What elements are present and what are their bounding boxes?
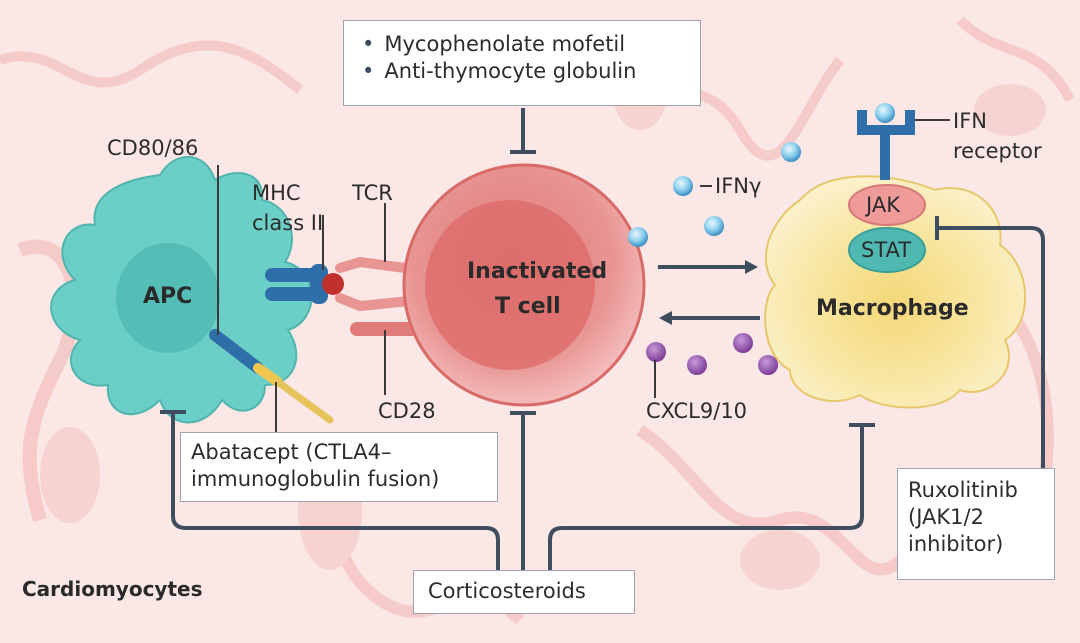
- ruxolitinib-label-line3: inhibitor): [908, 532, 1004, 556]
- cd28-label: CD28: [378, 399, 436, 423]
- abatacept-label-line2: immunoglobulin fusion): [191, 467, 440, 491]
- ruxolitinib-label-line1: Ruxolitinib: [908, 478, 1018, 502]
- mhc-class-ii-receptor: [265, 264, 328, 304]
- drug-label-anti-thymocyte: Anti-thymocyte globulin: [362, 58, 700, 85]
- ifn-gamma-molecules: [628, 142, 801, 247]
- t-cell-label-line1: Inactivated: [467, 259, 608, 284]
- corticosteroids-label: Corticosteroids: [428, 579, 586, 603]
- cd80-86-label: CD80/86: [107, 136, 199, 160]
- jak-label: JAK: [866, 193, 900, 217]
- mhc-label-line2: class II: [252, 211, 324, 235]
- inhibitor-lines: [160, 108, 1045, 570]
- ifn-gamma-label: IFNγ: [715, 174, 762, 198]
- cardiomyocytes-label: Cardiomyocytes: [22, 577, 203, 601]
- label-leader-lines: [217, 119, 950, 432]
- drug-box-top: Mycophenolate mofetil Anti-thymocyte glo…: [343, 20, 701, 106]
- macrophage-label: Macrophage: [816, 296, 969, 321]
- macrophage-cell: [764, 175, 1026, 409]
- stat-label: STAT: [861, 238, 912, 262]
- ifn-receptor-label-line1: IFN: [953, 109, 987, 133]
- t-cell-label-line2: T cell: [495, 294, 561, 319]
- apc-label: APC: [143, 284, 193, 309]
- ifn-receptor: [857, 103, 915, 180]
- cd80-86-ligand: [209, 329, 334, 424]
- abatacept-label-line1: Abatacept (CTLA4–: [191, 440, 392, 464]
- mhc-label-line1: MHC: [252, 181, 301, 205]
- tcr-label: TCR: [352, 181, 393, 205]
- ifn-receptor-label-line2: receptor: [953, 139, 1042, 163]
- drug-label-mycophenolate: Mycophenolate mofetil: [362, 31, 700, 58]
- corticosteroids-box: Corticosteroids: [413, 570, 635, 614]
- jak-stat-complex: [848, 184, 926, 273]
- ruxolitinib-box: Ruxolitinib (JAK1/2 inhibitor): [897, 468, 1055, 580]
- tcr-receptor: [322, 256, 425, 336]
- cxcl-label: CXCL9/10: [646, 399, 748, 423]
- ruxolitinib-label-line2: (JAK1/2: [908, 505, 984, 529]
- cxcl-chemokines: [646, 333, 778, 375]
- abatacept-box: Abatacept (CTLA4– immunoglobulin fusion): [180, 432, 498, 502]
- interaction-arrows: [658, 260, 760, 325]
- t-cell: [402, 163, 646, 407]
